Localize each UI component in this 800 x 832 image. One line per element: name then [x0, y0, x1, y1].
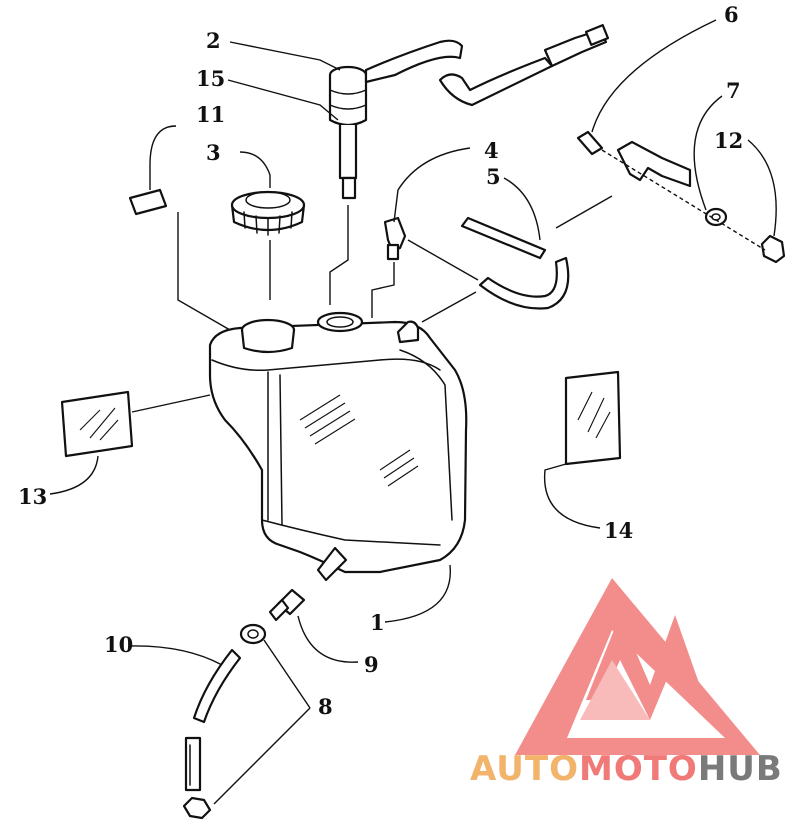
- callout-10: 10: [104, 632, 133, 657]
- callout-7: 7: [726, 78, 741, 103]
- callout-13: 13: [18, 484, 47, 509]
- oil-tank: [208, 311, 468, 582]
- callout-labels: 2 15 11 3 4 5 6 7 12 13 14 1 9 10 8: [18, 2, 743, 719]
- watermark-text: AUTOMOTOHUB: [470, 749, 783, 789]
- warning-decal-14: [564, 370, 622, 466]
- hose-clamp-lower: [182, 796, 212, 820]
- warning-decal-13: [60, 390, 134, 458]
- leader-lines: [49, 19, 777, 805]
- vent-hose: [460, 216, 570, 310]
- callout-9: 9: [364, 652, 379, 677]
- callout-15: 15: [196, 66, 225, 91]
- small-decal: [128, 188, 168, 216]
- tank-cap: [230, 190, 306, 236]
- oil-hose: [184, 648, 242, 792]
- callout-6: 6: [724, 2, 739, 27]
- callout-1: 1: [370, 610, 385, 635]
- watermark-moto: MOTO: [579, 749, 698, 789]
- logo-inner-triangle: [580, 660, 650, 720]
- callout-5: 5: [486, 164, 501, 189]
- oil-level-sender: [328, 24, 610, 200]
- outlet-fitting: [268, 588, 306, 622]
- vent-elbow: [383, 216, 407, 261]
- watermark-auto: AUTO: [470, 749, 579, 789]
- logo-triangle: [515, 578, 760, 755]
- callout-14: 14: [604, 518, 633, 543]
- hose-clamp-upper: [239, 623, 267, 645]
- callout-4: 4: [484, 138, 499, 163]
- mounting-hardware: [576, 130, 786, 264]
- callout-3: 3: [206, 140, 221, 165]
- callout-8: 8: [318, 694, 333, 719]
- callout-11: 11: [196, 102, 225, 127]
- watermark-hub: HUB: [698, 749, 783, 789]
- callout-12: 12: [714, 128, 743, 153]
- logo-m-mark: [586, 615, 705, 720]
- automotohub-logo: [515, 578, 760, 755]
- callout-2: 2: [206, 28, 221, 53]
